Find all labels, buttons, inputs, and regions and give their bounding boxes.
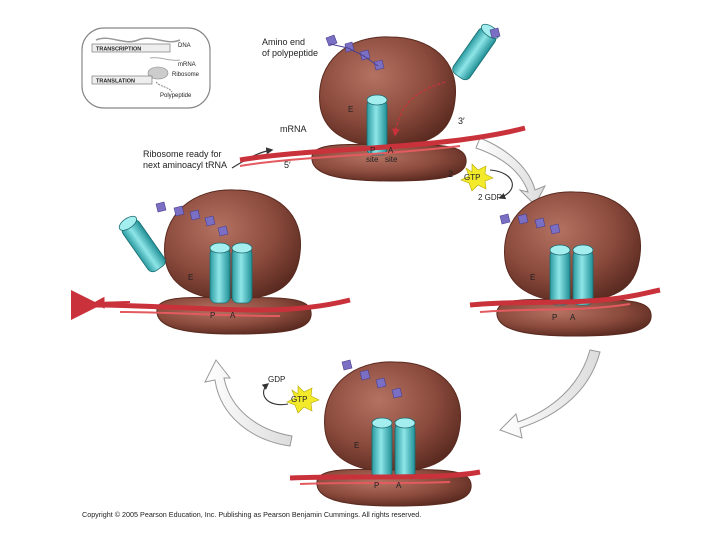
bottom-e-site-label: E [354,441,359,450]
inset-ribosome-label: Ribosome [172,72,200,78]
gtp-hydrolysis-arrow [489,169,513,200]
bottom-p-site-label: P [374,481,379,490]
top-p-site-word: site [366,155,379,164]
bottom-a-site-label: A [396,481,402,490]
polypeptide-chain-top [325,34,385,71]
ready-label-1: Ribosome ready for [143,149,222,159]
mrna-strand-right [469,287,661,313]
left-a-site-label: A [230,311,236,320]
gtp-star-right [460,163,494,192]
inset-overview: TRANSCRIPTION DNA mRNA Ribosome TRANSLAT… [81,27,211,109]
exiting-trna [116,213,169,275]
incoming-amino-acid [489,27,501,39]
top-e-site-label: E [348,105,353,114]
five-prime-label: 5′ [284,160,291,170]
gtp-label-right: GTP [464,173,480,182]
cycle-arrows [204,137,601,447]
left-e-site-label: E [188,273,193,282]
polypeptide-chain-right [499,213,561,235]
top-a-site-word: site [385,155,398,164]
gdp-arrow [261,383,289,406]
mrna-label: mRNA [280,124,307,134]
right-a-site-label: A [570,313,576,322]
inset-translation-label: TRANSLATION [96,79,135,85]
gtp-count-label: 2 [448,169,453,179]
top-p-site-label: P [370,146,375,155]
amino-end-label-2: of polypeptide [262,48,318,58]
ready-label-2: next aminoacyl tRNA [143,160,227,170]
mrna-strand-top [239,125,526,167]
amino-end-label-1: Amino end [262,37,305,47]
inset-transcription-label: TRANSCRIPTION [96,47,141,53]
right-e-site-label: E [530,273,535,282]
gtp-star-bottom [286,385,320,414]
cycle-arrow-bottom-right [499,349,601,439]
top-a-site-label: A [388,146,394,155]
gdp-label: GDP [268,375,285,384]
inset-polypeptide-label: Polypeptide [160,93,192,99]
left-p-site-label: P [210,311,215,320]
mrna-strand-left [70,289,351,320]
mrna-strand-bottom [289,469,481,485]
polypeptide-chain-left [155,201,229,237]
inset-mrna-label: mRNA [178,62,196,68]
copyright-text: Copyright © 2005 Pearson Education, Inc.… [82,510,421,519]
polypeptide-chain-bottom [341,359,403,399]
ribosome-bottom [316,361,472,507]
gtp-label-bottom: GTP [291,395,307,404]
cycle-arrow-bottom-left [204,359,293,447]
mrna-exit-arrow [92,296,131,309]
three-prime-label: 3′ [458,116,465,126]
trna-entry-arrow [392,81,446,137]
inset-dna-label: DNA [178,43,191,49]
two-gdp-label: 2 GDP [478,193,502,202]
right-p-site-label: P [552,313,557,322]
